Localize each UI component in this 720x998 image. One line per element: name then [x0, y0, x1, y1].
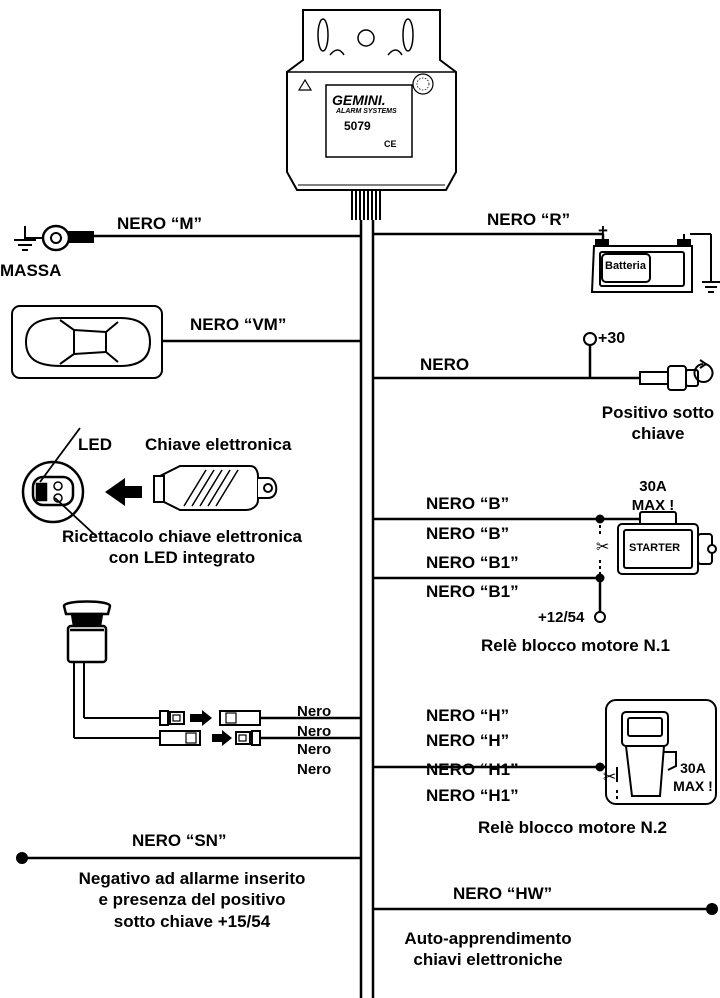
nero-label-3: Nero: [297, 741, 332, 758]
sn-wire-label: NERO “SN”: [132, 831, 227, 850]
battery-plus: +: [598, 221, 608, 240]
hw-terminal-dot: [706, 903, 718, 915]
module-model: 5079: [344, 119, 371, 133]
module-wire-bundle: [351, 190, 381, 220]
car-icon: [11, 305, 163, 379]
plus30-label: +30: [598, 330, 626, 347]
b-wire-label-1: NERO “B”: [426, 494, 510, 513]
sn-description: Negativo ad allarme inserito e presenza …: [78, 869, 306, 931]
svg-text:✂: ✂: [603, 767, 616, 786]
hw-wire-label: NERO “HW”: [453, 884, 553, 903]
starter-label: STARTER: [629, 542, 681, 554]
nero-label-4: Nero: [297, 761, 332, 778]
led-sensor-icon: [62, 600, 160, 739]
alarm-module: [286, 9, 457, 191]
hw-description: Auto-apprendimento chiavi elettroniche: [404, 929, 572, 970]
left-wires: [22, 234, 361, 860]
starter-motor-icon: ✂: [594, 511, 717, 623]
battery-label: Batteria: [605, 260, 646, 272]
massa-ground: [14, 224, 94, 252]
connector-pair-2: [159, 730, 261, 746]
max30a-label-2: 30A MAX !: [673, 760, 713, 794]
trunk-lines: [359, 220, 375, 998]
ignition-switch-icon: [583, 332, 714, 391]
nero-wire-label: NERO: [420, 355, 470, 374]
vm-wire-label: NERO “VM”: [190, 315, 287, 334]
svg-text:✂: ✂: [596, 537, 609, 556]
nero-label-2: Nero: [297, 723, 332, 740]
sn-terminal-dot: [16, 852, 28, 864]
electronic-key-icon: [153, 465, 278, 511]
receptacle-icon: [21, 427, 97, 537]
r-wire-label: NERO “R”: [487, 210, 571, 229]
plus12-54-label: +12/54: [538, 609, 585, 626]
module-brand: GEMINI.: [332, 92, 386, 108]
massa-label: MASSA: [0, 261, 62, 280]
h-wire-label-1: NERO “H”: [426, 706, 510, 725]
arrow-icon: [105, 478, 142, 506]
h1-wire-label-1: NERO “H1”: [426, 760, 519, 779]
connector-pair-1: [159, 710, 261, 726]
right-wires: [373, 232, 712, 911]
relay-2-icon: ✂: [595, 699, 717, 805]
nero-label-1: Nero: [297, 703, 332, 720]
module-subtitle: ALARM SYSTEMS: [336, 108, 397, 115]
relay2-label: Relè blocco motore N.2: [478, 818, 667, 837]
max30a-label-1: 30A MAX !: [631, 478, 675, 514]
h-wire-label-2: NERO “H”: [426, 731, 510, 750]
b-wire-label-2: NERO “B”: [426, 524, 510, 543]
ignition-label: Positivo sotto chiave: [601, 403, 715, 444]
led-label: LED: [78, 435, 112, 454]
key-label: Chiave elettronica: [145, 435, 292, 454]
h1-wire-label-2: NERO “H1”: [426, 786, 519, 805]
module-cert: CE: [384, 139, 397, 149]
battery-icon: [590, 233, 720, 293]
receptacle-label: Ricettacolo chiave elettronica con LED i…: [62, 527, 302, 568]
relay1-label: Relè blocco motore N.1: [481, 636, 670, 655]
b1-wire-label-1: NERO “B1”: [426, 553, 519, 572]
b1-wire-label-2: NERO “B1”: [426, 582, 519, 601]
massa-wire-label: NERO “M”: [117, 214, 202, 233]
